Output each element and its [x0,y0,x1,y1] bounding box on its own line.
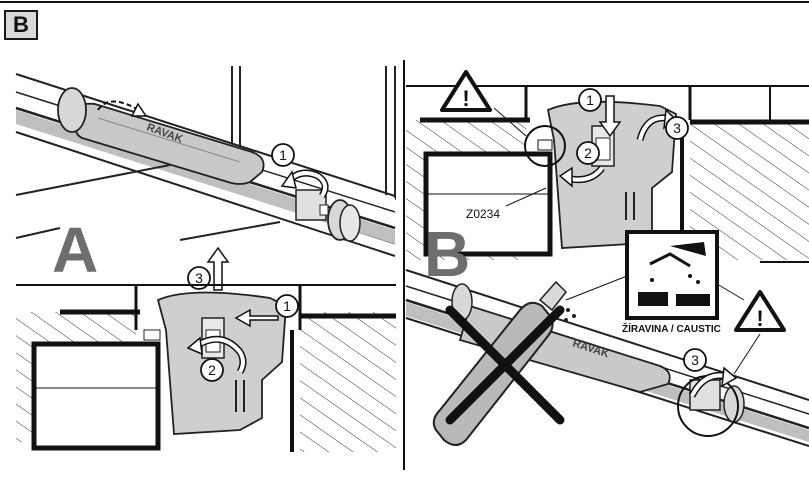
drain-channel-left: RAVAK [15,73,396,270]
step-marker: 3 [187,266,211,290]
warning-triangle-icon: ! [734,290,786,332]
step-marker: 2 [576,141,600,165]
step-number: 2 [584,145,592,161]
warning-mark: ! [462,86,469,111]
section-label: B [4,10,38,40]
panel-right: ! 1 2 3 Z0234 [405,70,809,447]
step-number: 1 [586,92,594,108]
step-number: 1 [279,147,287,163]
step-number: 1 [283,298,291,314]
step-marker: 3 [665,116,689,140]
step-number: 3 [195,270,203,286]
lift-arrow [206,246,230,291]
step-number: 2 [208,362,216,378]
caustic-caption: ŽÍRAVINA / CAUSTIC [622,322,721,335]
panel-left: RAVAK 1 [15,66,396,452]
step-number: 3 [673,120,681,136]
part-code-label: Z0234 [466,207,500,221]
panel-big-label: B [424,218,470,290]
step-marker: 1 [578,88,602,112]
step-marker: 2 [200,358,224,382]
step-marker: 3 [683,348,707,372]
warning-triangle-icon: ! [440,70,492,112]
panel-big-label: A [52,214,98,286]
step-marker: 1 [271,143,295,167]
siphon-body-left [143,291,287,435]
warning-mark: ! [756,306,763,331]
prohibition-cross-icon [445,305,565,425]
drain-cover-left: RAVAK [74,102,265,185]
step-marker: 1 [275,294,299,318]
corrosive-hazard-icon [625,230,719,320]
step-number: 3 [691,352,699,368]
detail-circle [524,125,566,167]
